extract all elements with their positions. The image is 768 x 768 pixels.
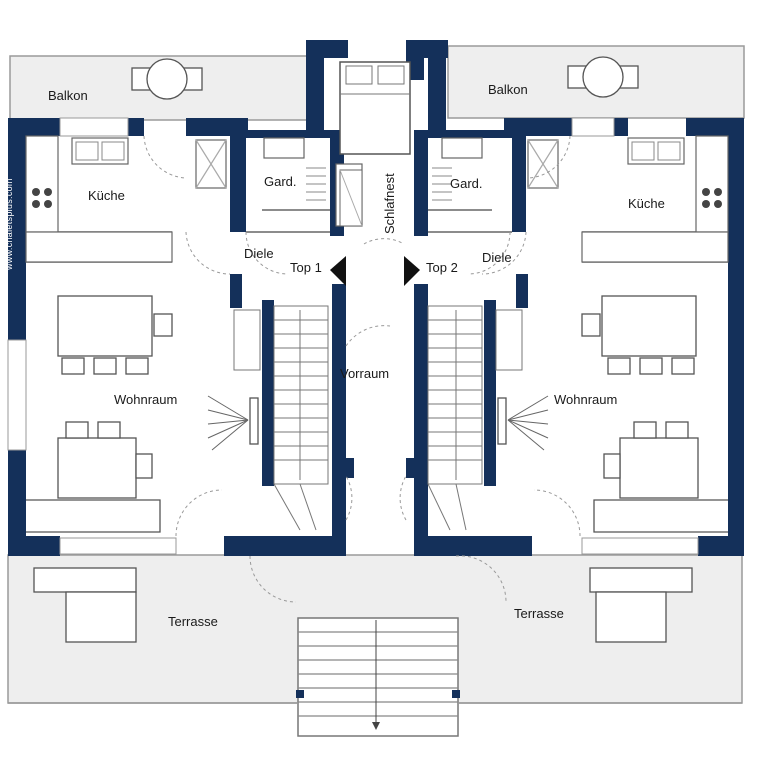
label-diele-right: Diele [482,250,512,265]
label-balkon-right: Balkon [488,82,528,97]
balcony-furniture [131,56,639,100]
room-labels: Balkon Balkon Küche Küche Gard. Gard. Sc… [48,82,665,629]
top2-entrance-arrow [404,256,420,286]
label-balkon-left: Balkon [48,88,88,103]
label-wohnraum-right: Wohnraum [554,392,617,407]
label-terrasse-left: Terrasse [168,614,218,629]
label-wohnraum-left: Wohnraum [114,392,177,407]
label-gard-left: Gard. [264,174,297,189]
label-diele-left: Diele [244,246,274,261]
windows [7,117,699,555]
terrace-loungers [33,567,693,643]
sleeping-nook-bed [339,61,411,227]
website-watermark: www.chaletsplus.com [4,178,14,270]
label-terrasse-right: Terrasse [514,606,564,621]
entrance-stairs [296,617,460,737]
label-gard-right: Gard. [450,176,483,191]
label-top1: Top 1 [290,260,322,275]
interior-stairs [233,305,523,531]
label-kueche-left: Küche [88,188,125,203]
wardrobe-lines [306,167,452,201]
label-top2: Top 2 [426,260,458,275]
stove-rays [207,395,549,451]
door-swings [143,135,581,603]
label-kueche-right: Küche [628,196,665,211]
living-furniture-left [26,295,259,533]
kitchen-right [581,135,729,263]
entrance-markers [330,256,420,286]
living-furniture-right [497,295,728,533]
top1-entrance-arrow [330,256,346,286]
label-schlafnest: Schlafnest [382,173,397,234]
walls [8,40,744,556]
kitchen-left [25,135,173,263]
label-vorraum: Vorraum [340,366,389,381]
